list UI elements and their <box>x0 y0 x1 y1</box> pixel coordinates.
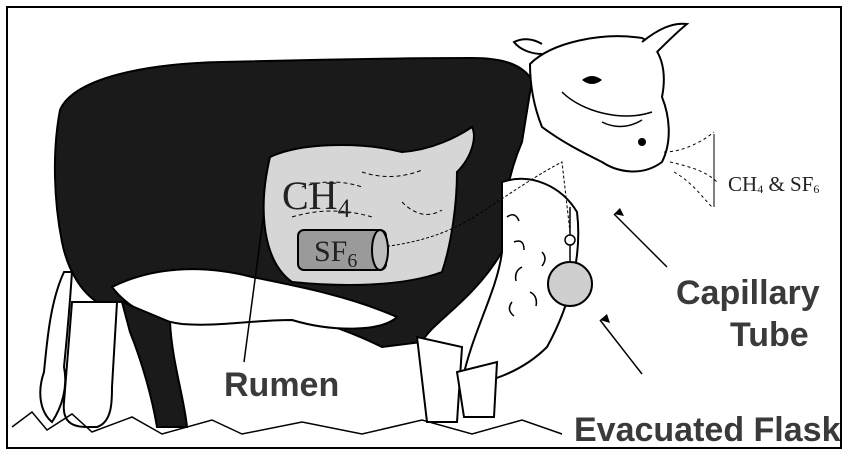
cow-head <box>530 36 669 171</box>
front-leg <box>417 337 462 422</box>
cow-illustration <box>8 8 842 449</box>
evacuated-flask <box>548 262 592 306</box>
exhaled-gases-label: CH4 & SF6 <box>728 174 819 195</box>
capsule-sf6-label: SF6 <box>314 237 357 271</box>
capillary-label-line1: Capillary <box>676 276 820 310</box>
hind-leg <box>64 302 117 427</box>
rumen-ch4-label: CH4 <box>282 176 351 222</box>
flask-arrow <box>600 320 642 374</box>
diagram-frame: CH4 SF6 CH4 & SF6 Rumen Capillary Tube E… <box>6 6 842 449</box>
front-leg-2 <box>457 362 497 417</box>
rumen-label: Rumen <box>224 368 339 402</box>
capillary-label-line2: Tube <box>730 318 809 352</box>
evacuated-flask-label: Evacuated Flask <box>574 413 840 447</box>
capillary-arrow <box>614 214 667 267</box>
